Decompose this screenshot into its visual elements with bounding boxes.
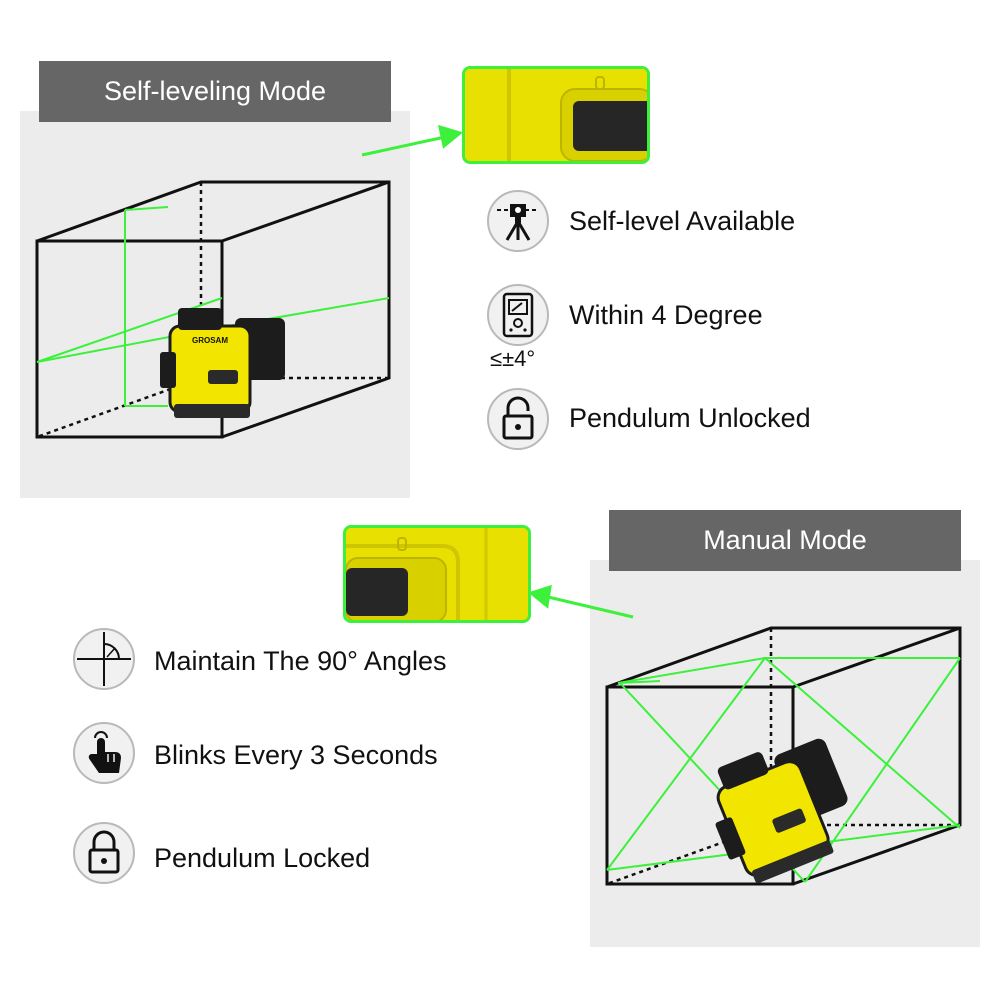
feature-label: Blinks Every 3 Seconds	[154, 740, 438, 770]
locked-padlock-icon	[73, 822, 135, 884]
self-leveling-title: Self-leveling Mode	[39, 61, 391, 122]
tilt-spec-label: ≤±4°	[490, 346, 536, 371]
pointing-hand-icon	[73, 722, 135, 784]
feature-label: Pendulum Unlocked	[569, 403, 811, 433]
feature-label: Within 4 Degree	[569, 300, 763, 330]
right-angle-icon	[73, 628, 135, 690]
unlocked-padlock-icon	[487, 388, 549, 450]
switch-locked-zoom	[343, 525, 531, 623]
tripod-level-icon	[487, 190, 549, 252]
feature-label: Maintain The 90° Angles	[154, 646, 447, 676]
feature-label: Pendulum Locked	[154, 843, 371, 873]
tilt-gauge-icon	[487, 284, 549, 346]
switch-unlocked-zoom	[462, 66, 650, 164]
feature-label: Self-level Available	[569, 206, 796, 236]
laser-level-device-top: GROSAM	[160, 308, 290, 423]
self-leveling-panel	[20, 111, 410, 498]
laser-level-device-bottom	[712, 735, 862, 884]
manual-title: Manual Mode	[609, 510, 961, 571]
device-brand-label: GROSAM	[192, 336, 228, 345]
